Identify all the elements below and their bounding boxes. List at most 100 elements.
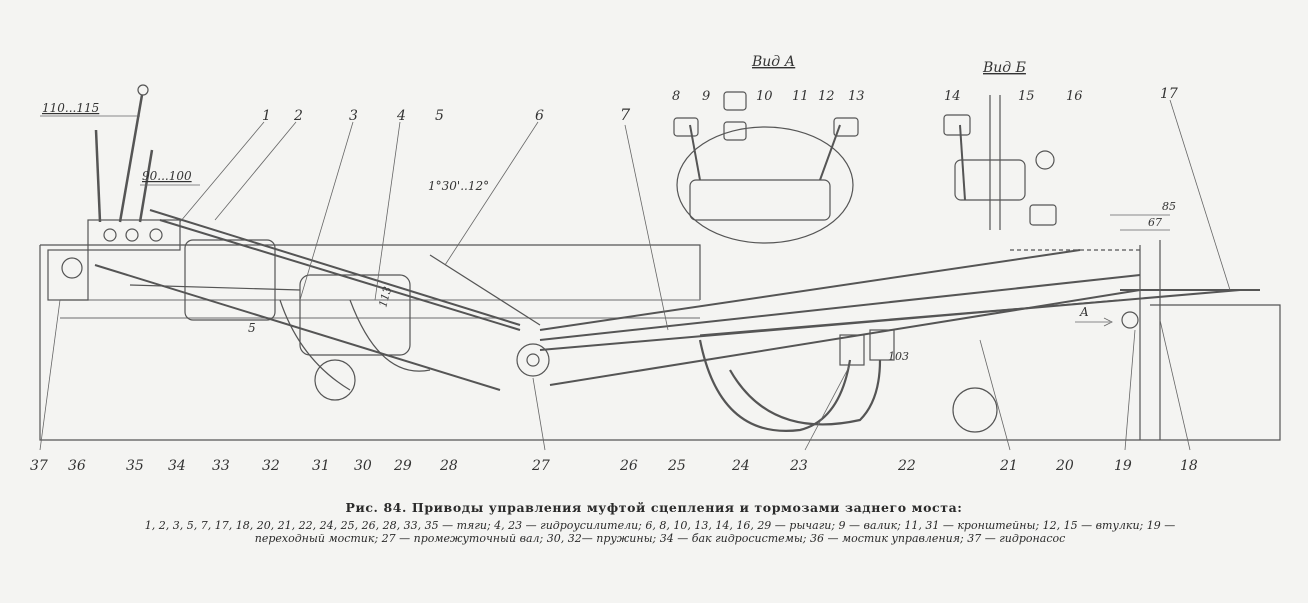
callout-32: 32 — [262, 458, 280, 470]
control-bridge — [87, 219, 181, 251]
callout-35: 35 — [126, 458, 144, 470]
rod-22 — [699, 299, 1121, 336]
rod-33 — [129, 284, 301, 291]
pump-body — [47, 249, 89, 301]
intermediate-shaft — [516, 343, 550, 377]
callout-16: 16 — [1066, 89, 1083, 104]
callout-17: 17 — [1160, 86, 1178, 102]
control-lever-3 — [138, 149, 154, 223]
callout-9: 9 — [702, 89, 710, 104]
callout-24: 24 — [731, 458, 750, 470]
figure-caption-title: Рис. 84. Приводы управления муфтой сцепл… — [345, 500, 963, 515]
rod-5 — [429, 254, 541, 326]
lever-knob — [137, 84, 149, 96]
leader-19 — [1124, 329, 1136, 451]
control-lever-2 — [118, 94, 144, 223]
linkage-diagram: Вид А Вид Б 110...115 90...100 1°30'..12… — [30, 54, 1281, 470]
spring-30 — [349, 299, 431, 372]
callout-36: 36 — [68, 458, 86, 470]
bridge-pivot-1 — [103, 228, 117, 242]
callout-21: 21 — [999, 458, 1018, 470]
dim-85-label: 85 — [1162, 200, 1176, 213]
spring-32 — [279, 299, 351, 391]
view-b-lever-16 — [1035, 150, 1055, 170]
rod-2 — [159, 219, 521, 331]
callout-15: 15 — [1018, 89, 1035, 104]
booster-23-right — [869, 329, 895, 361]
view-a-sleeve — [689, 179, 831, 221]
rod-1 — [149, 209, 521, 326]
callout-19: 19 — [1114, 458, 1132, 470]
callout-22: 22 — [897, 458, 916, 470]
rear-drum — [952, 387, 998, 433]
callout-30: 30 — [354, 458, 372, 470]
leader-7 — [624, 124, 669, 331]
leader-27 — [532, 377, 546, 451]
bridge-pivot-2 — [125, 228, 139, 242]
view-b-clamp — [943, 114, 971, 136]
shaft-hub — [526, 353, 540, 367]
frame-inner-line — [60, 299, 700, 319]
callout-29: 29 — [393, 458, 412, 470]
view-b-bracket — [1029, 204, 1057, 226]
leader-3 — [299, 121, 354, 301]
view-a-clamp-10b — [723, 121, 747, 141]
leader-17 — [1169, 99, 1231, 291]
leader-37 — [39, 299, 61, 451]
leader-23 — [804, 364, 851, 451]
leader-21 — [979, 339, 1011, 451]
callout-28: 28 — [439, 458, 458, 470]
rear-plate — [1139, 240, 1161, 440]
dim-pedal-travel-label: 90...100 — [142, 169, 192, 183]
callout-37: 37 — [30, 458, 48, 470]
callout-2: 2 — [293, 108, 303, 124]
callout-25: 25 — [667, 458, 686, 470]
callout-33: 33 — [212, 458, 230, 470]
rod-24 — [539, 274, 1141, 341]
leader-1 — [179, 121, 265, 223]
callout-8: 8 — [672, 89, 680, 104]
view-b-lever-14 — [959, 124, 966, 201]
callout-20: 20 — [1055, 458, 1074, 470]
dim-113-label: 113 — [376, 285, 394, 309]
bracket-wheel — [314, 359, 356, 401]
callout-12: 12 — [818, 89, 835, 104]
hose-left — [698, 339, 852, 432]
leader-6 — [444, 121, 539, 266]
callout-10: 10 — [756, 89, 773, 104]
view-a-inset — [676, 126, 854, 244]
callout-13: 13 — [848, 89, 865, 104]
rear-lever-16 — [1121, 311, 1139, 329]
view-a-lever-13 — [819, 124, 841, 181]
callout-14: 14 — [944, 89, 961, 104]
view-a-clamp-13 — [833, 117, 859, 137]
view-a-lever-8 — [689, 124, 701, 181]
arrow-a-label: A — [1079, 305, 1089, 319]
dim-lever-travel-label: 110...115 — [42, 101, 99, 115]
arrow-a-head — [1103, 317, 1113, 327]
hose-right — [729, 359, 882, 426]
rod-26 — [549, 289, 1141, 386]
callout-27: 27 — [531, 458, 550, 470]
rod-35 — [94, 264, 501, 391]
booster-housing — [299, 274, 411, 356]
callout-34: 34 — [168, 458, 186, 470]
callout-7: 7 — [620, 105, 631, 124]
leader-18 — [1159, 319, 1191, 451]
pump-flange — [61, 257, 83, 279]
booster-23-left — [839, 334, 865, 366]
dim-103-label: 103 — [888, 350, 909, 363]
view-a-clamp-8 — [673, 117, 699, 137]
callout-31: 31 — [312, 458, 330, 470]
callout-5: 5 — [435, 108, 444, 124]
bridge-pivot-3 — [149, 228, 163, 242]
callout-26: 26 — [619, 458, 638, 470]
dim-5-label: 5 — [248, 321, 256, 335]
callout-1: 1 — [262, 108, 271, 124]
view-b-support — [989, 95, 1001, 230]
frame-outline — [39, 244, 1281, 441]
control-lever-1 — [94, 129, 102, 223]
figure-caption-legend: 1, 2, 3, 5, 7, 17, 18, 20, 21, 22, 24, 2… — [144, 519, 1176, 545]
callout-4: 4 — [396, 108, 406, 124]
leader-4 — [374, 121, 401, 301]
